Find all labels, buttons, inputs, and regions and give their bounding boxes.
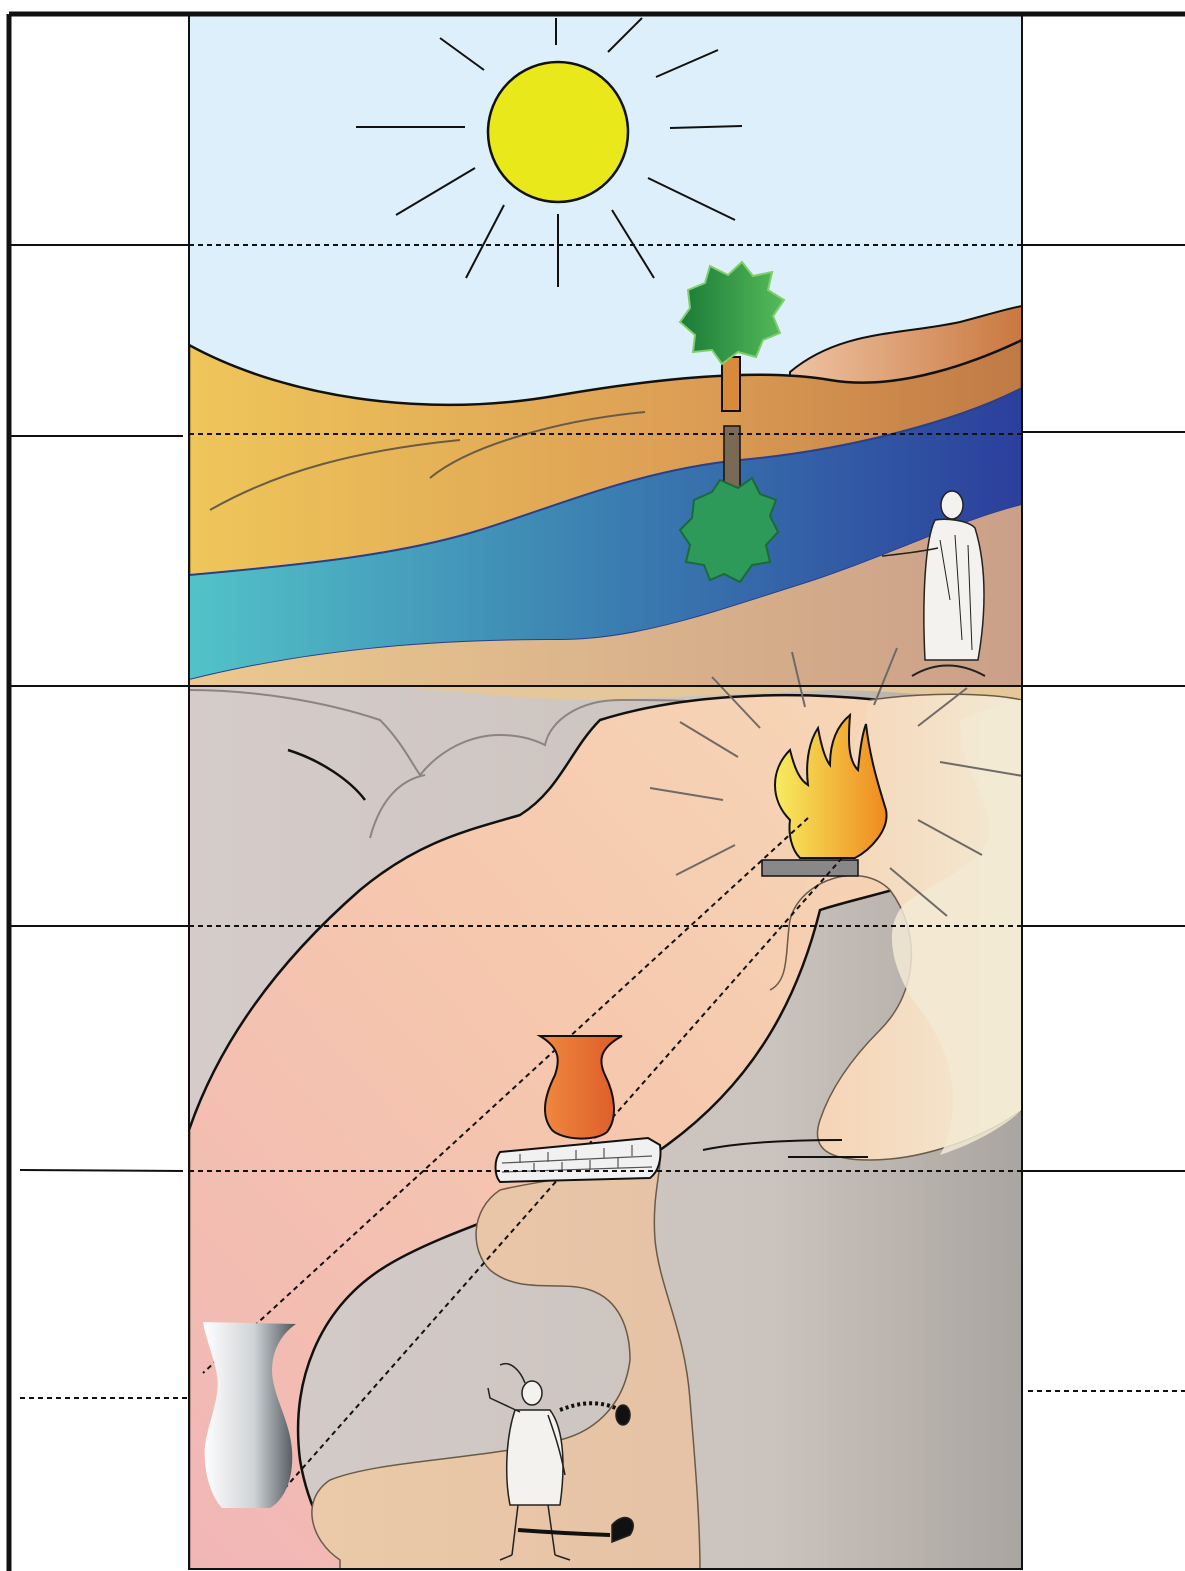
philosopher-head: [941, 491, 963, 519]
upper-world: [189, 14, 1022, 686]
fire-base: [762, 860, 858, 876]
cave: [189, 648, 1035, 1571]
sun-disc: [488, 62, 628, 202]
philosopher-toga: [924, 519, 984, 660]
prisoner-head: [522, 1381, 542, 1405]
prisoner-tunic: [507, 1410, 563, 1505]
tree-trunk: [722, 357, 740, 411]
